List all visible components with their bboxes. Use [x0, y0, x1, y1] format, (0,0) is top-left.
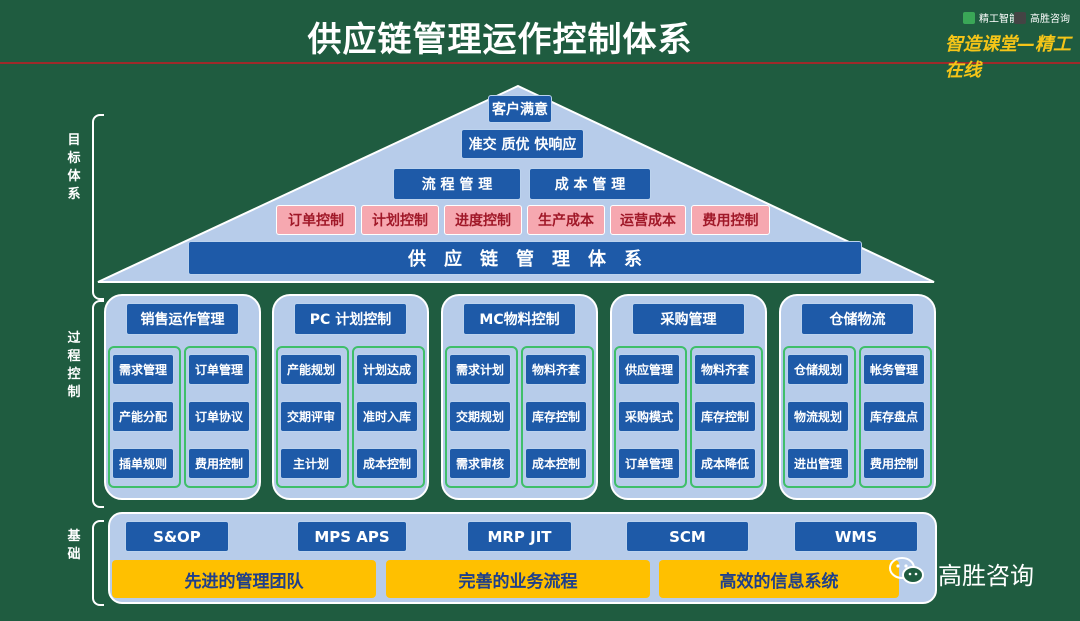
system-sop: S&OP: [125, 521, 229, 552]
system-scm: SCM: [626, 521, 749, 552]
brand-logo-1: 精工智能: [963, 10, 1019, 25]
module-title: 采购管理: [632, 303, 745, 335]
module-item: 准时入库: [356, 401, 418, 432]
module-item: 成本控制: [356, 448, 418, 479]
module-item: 需求管理: [112, 354, 174, 385]
target-bracket: [92, 114, 104, 300]
wechat-icon: [889, 557, 924, 584]
title-divider: [0, 62, 1080, 64]
module-item: 成本控制: [525, 448, 587, 479]
process-bracket: [92, 300, 104, 508]
module-item: 费用控制: [863, 448, 925, 479]
module-column-left: [108, 346, 181, 488]
module-column-right: [352, 346, 425, 488]
control-plan: 计划控制: [361, 205, 439, 235]
label-base: 基础: [67, 529, 81, 562]
pillar-management-team: 先进的管理团队: [112, 560, 376, 598]
module-column-right: [184, 346, 257, 488]
module-column-right: [521, 346, 594, 488]
module-item: 库存盘点: [863, 401, 925, 432]
module-title: PC 计划控制: [294, 303, 407, 335]
module-item: 需求审核: [449, 448, 511, 479]
label-target: 目标体系: [67, 133, 81, 202]
module-item: 需求计划: [449, 354, 511, 385]
control-production-cost: 生产成本: [527, 205, 605, 235]
brand-slogan: 智造课堂—精工在线: [945, 34, 1071, 81]
module-item: 库存控制: [525, 401, 587, 432]
brand-name-2: 高胜咨询: [1030, 14, 1070, 25]
brand-icon-2: [1014, 11, 1026, 24]
page-title: 供应链管理运作控制体系: [307, 20, 693, 60]
module-item: 交期评审: [280, 401, 342, 432]
brand-logo-2: 高胜咨询: [1014, 10, 1070, 25]
module-item: 订单管理: [188, 354, 250, 385]
module-item: 供应管理: [618, 354, 680, 385]
label-process: 过程控制: [67, 331, 81, 400]
system-mps-aps: MPS APS: [297, 521, 407, 552]
brand-name-1: 精工智能: [979, 14, 1019, 25]
module-item: 物料齐套: [525, 354, 587, 385]
module-item: 计划达成: [356, 354, 418, 385]
module-item: 订单协议: [188, 401, 250, 432]
module-item: 物料齐套: [694, 354, 756, 385]
cost-management-box: 成 本 管 理: [529, 168, 651, 200]
module-column-left: [445, 346, 518, 488]
process-management-box: 流 程 管 理: [393, 168, 521, 200]
module-column-left: [783, 346, 856, 488]
module-item: 仓储规划: [787, 354, 849, 385]
module-title: 仓储物流: [801, 303, 914, 335]
base-bracket: [92, 520, 104, 606]
module-column-right: [690, 346, 763, 488]
module-item: 费用控制: [188, 448, 250, 479]
pillar-business-process: 完善的业务流程: [386, 560, 650, 598]
module-item: 产能规划: [280, 354, 342, 385]
module-column-left: [614, 346, 687, 488]
control-progress: 进度控制: [444, 205, 522, 235]
control-order: 订单控制: [276, 205, 356, 235]
module-item: 插单规则: [112, 448, 174, 479]
pillar-information-system: 高效的信息系统: [659, 560, 899, 598]
module-item: 交期规划: [449, 401, 511, 432]
module-item: 主计划: [280, 448, 342, 479]
module-column-left: [276, 346, 349, 488]
module-item: 进出管理: [787, 448, 849, 479]
module-item: 订单管理: [618, 448, 680, 479]
module-item: 帐务管理: [863, 354, 925, 385]
control-expense: 费用控制: [691, 205, 770, 235]
module-item: 产能分配: [112, 401, 174, 432]
module-item: 采购模式: [618, 401, 680, 432]
brand-icon: [963, 11, 975, 24]
module-title: MC物料控制: [463, 303, 576, 335]
module-item: 成本降低: [694, 448, 756, 479]
system-wms: WMS: [794, 521, 918, 552]
module-item: 物流规划: [787, 401, 849, 432]
goal-customer-satisfaction: 客户满意: [488, 95, 552, 123]
control-operating-cost: 运营成本: [610, 205, 686, 235]
module-item: 库存控制: [694, 401, 756, 432]
watermark-text: 高胜咨询: [938, 562, 1034, 590]
goal-delivery-quality-response: 准交 质优 快响应: [461, 129, 584, 159]
system-mrp-jit: MRP JIT: [467, 521, 572, 552]
module-title: 销售运作管理: [126, 303, 239, 335]
supply-chain-system-bar: 供 应 链 管 理 体 系: [188, 241, 862, 275]
module-column-right: [859, 346, 932, 488]
